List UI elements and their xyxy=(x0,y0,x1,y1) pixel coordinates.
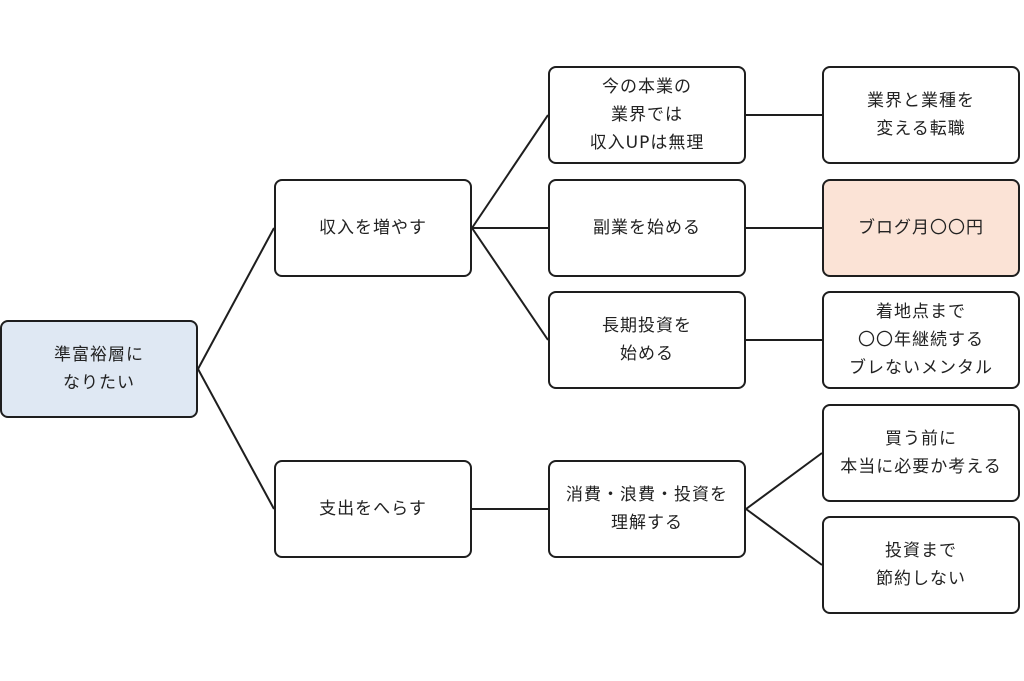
branch-node-label: 収入を増やす xyxy=(319,218,427,238)
sub-node-label: 消費・浪費・投資を 理解する xyxy=(566,485,728,533)
edge-root-to-branch-reduce-spending xyxy=(197,368,275,510)
sub-node-label: 長期投資を 始める xyxy=(602,316,692,364)
sub-node-long-term-investing: 長期投資を 始める xyxy=(548,291,746,389)
leaf-node-blog-goal: ブログ月〇〇円 xyxy=(822,179,1020,277)
branch-node-increase-income: 収入を増やす xyxy=(274,179,472,277)
sub-node-understand-spending: 消費・浪費・投資を 理解する xyxy=(548,460,746,558)
branch-node-label: 支出をへらす xyxy=(319,499,427,519)
leaf-node-label: 着地点まで 〇〇年継続する ブレないメンタル xyxy=(849,302,993,378)
leaf-node-mindset: 着地点まで 〇〇年継続する ブレないメンタル xyxy=(822,291,1020,389)
leaf-node-label: 買う前に 本当に必要か考える xyxy=(840,429,1002,477)
branch-node-reduce-spending: 支出をへらす xyxy=(274,460,472,558)
leaf-node-label: 業界と業種を 変える転職 xyxy=(867,91,975,139)
root-node-label: 準富裕層に なりたい xyxy=(54,345,144,393)
edge-branch1-to-long-term-investing xyxy=(471,227,549,341)
leaf-node-label: ブログ月〇〇円 xyxy=(858,218,984,238)
leaf-node-dont-cut-investing: 投資まで 節約しない xyxy=(822,516,1020,614)
root-node-goal: 準富裕層に なりたい xyxy=(0,320,198,418)
leaf-node-career-change: 業界と業種を 変える転職 xyxy=(822,66,1020,164)
edge-root-to-branch-increase-income xyxy=(197,227,275,370)
sub-node-industry-limit: 今の本業の 業界では 収入UPは無理 xyxy=(548,66,746,164)
edge-understand-to-think-before-buying xyxy=(745,452,823,510)
edge-understand-to-dont-cut-investing xyxy=(745,508,823,566)
leaf-node-think-before-buying: 買う前に 本当に必要か考える xyxy=(822,404,1020,502)
sub-node-side-job: 副業を始める xyxy=(548,179,746,277)
edge-branch1-to-industry-limit xyxy=(471,114,549,229)
sub-node-label: 今の本業の 業界では 収入UPは無理 xyxy=(589,77,705,153)
sub-node-label: 副業を始める xyxy=(593,218,701,238)
leaf-node-label: 投資まで 節約しない xyxy=(876,541,966,589)
